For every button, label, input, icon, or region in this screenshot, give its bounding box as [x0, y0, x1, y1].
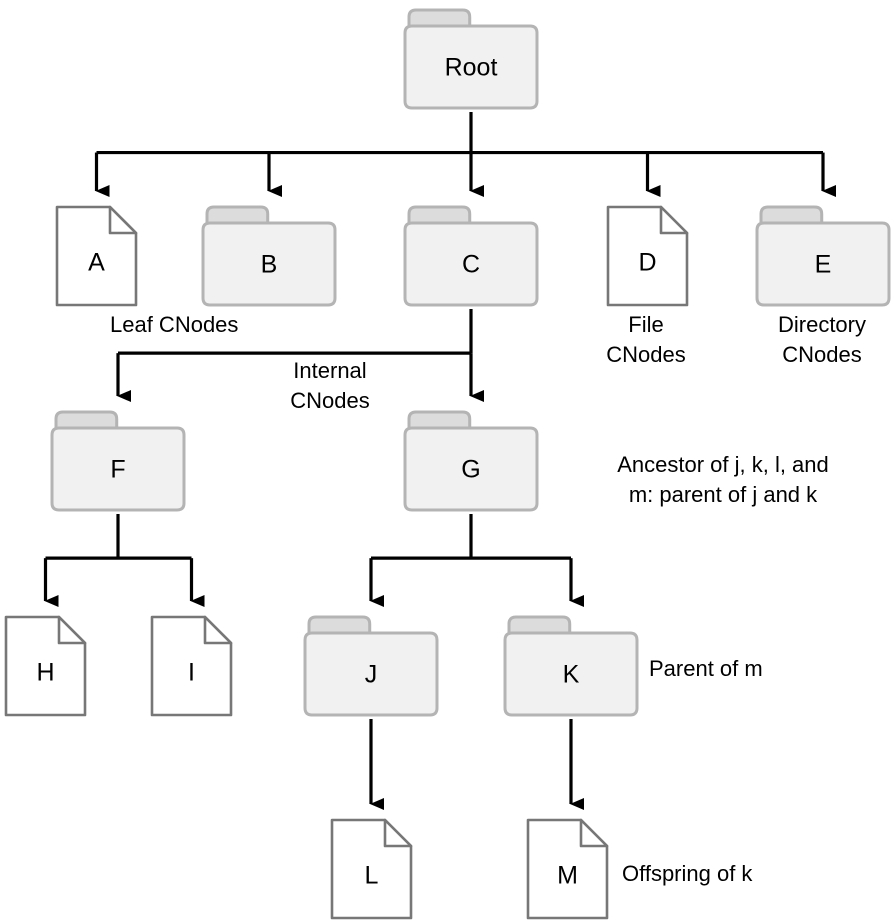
node-label: G [461, 456, 480, 484]
g-annotation: Ancestor of j, k, l, and m: parent of j a… [617, 452, 829, 507]
file-fold-corner [108, 205, 138, 235]
file-fold-corner [659, 205, 689, 235]
annotation-line: Directory [778, 312, 866, 337]
node-m[interactable]: M [526, 818, 609, 920]
node-f[interactable]: F [50, 410, 186, 512]
node-label: F [110, 456, 125, 484]
annotation-line: Ancestor of j, k, l, and [617, 452, 829, 477]
file-icon [526, 818, 609, 920]
node-e[interactable]: E [755, 205, 891, 307]
node-label: D [638, 249, 656, 277]
edge-group-from-root [94, 112, 836, 197]
file-icon [55, 205, 138, 307]
annotation-line: Leaf CNodes [110, 312, 238, 337]
file-icon [4, 615, 87, 717]
node-label: M [557, 862, 578, 890]
node-label: L [365, 862, 379, 890]
node-b[interactable]: B [201, 205, 337, 307]
edge-group-from-c [116, 309, 484, 402]
node-label: A [88, 249, 105, 277]
folder-body [403, 426, 539, 512]
annotation-line: File [628, 312, 663, 337]
file-icon [606, 205, 689, 307]
folder-icon [303, 615, 439, 717]
node-label: K [563, 661, 580, 689]
leaf-cnodes: Leaf CNodes [110, 312, 238, 337]
m-annotation: Offspring of k [622, 861, 753, 886]
folder-body [403, 24, 539, 110]
node-l[interactable]: L [330, 818, 413, 920]
node-label: Root [445, 54, 498, 82]
node-c[interactable]: C [403, 205, 539, 307]
node-j[interactable]: J [303, 615, 439, 717]
node-k[interactable]: K [503, 615, 639, 717]
file-fold-corner [203, 615, 233, 645]
edge-group-from-g [369, 514, 584, 607]
folder-icon [201, 205, 337, 307]
node-h[interactable]: H [4, 615, 87, 717]
node-label: I [188, 659, 195, 687]
folder-icon [503, 615, 639, 717]
annotation-line: CNodes [782, 342, 861, 367]
folder-body [201, 221, 337, 307]
node-i[interactable]: I [150, 615, 233, 717]
folder-icon [403, 205, 539, 307]
node-a[interactable]: A [55, 205, 138, 307]
folder-icon [50, 410, 186, 512]
node-g[interactable]: G [403, 410, 539, 512]
node-label: J [365, 661, 378, 689]
folder-body [755, 221, 891, 307]
folder-icon [755, 205, 891, 307]
annotation-line: Internal [293, 358, 366, 383]
folder-body [303, 631, 439, 717]
file-fold-corner [579, 818, 609, 848]
annotation-line: Parent of m [649, 656, 763, 681]
annotation-line: Offspring of k [622, 861, 753, 886]
annotation-line: CNodes [290, 388, 369, 413]
node-label: B [261, 251, 278, 279]
node-d[interactable]: D [606, 205, 689, 307]
file-fold-corner [57, 615, 87, 645]
file-icon [330, 818, 413, 920]
edge-group-from-f [43, 514, 205, 607]
folder-icon [403, 8, 539, 110]
folder-body [50, 426, 186, 512]
folder-icon [403, 410, 539, 512]
annotation-line: m: parent of j and k [629, 482, 818, 507]
node-label: H [36, 659, 54, 687]
file-fold-corner [383, 818, 413, 848]
folder-body [403, 221, 539, 307]
k-annotation: Parent of m [649, 656, 763, 681]
edges-layer [43, 112, 836, 810]
node-label: E [815, 251, 832, 279]
folder-body [503, 631, 639, 717]
file-icon [150, 615, 233, 717]
annotation-line: CNodes [606, 342, 685, 367]
node-root[interactable]: Root [403, 8, 539, 110]
node-label: C [462, 251, 480, 279]
